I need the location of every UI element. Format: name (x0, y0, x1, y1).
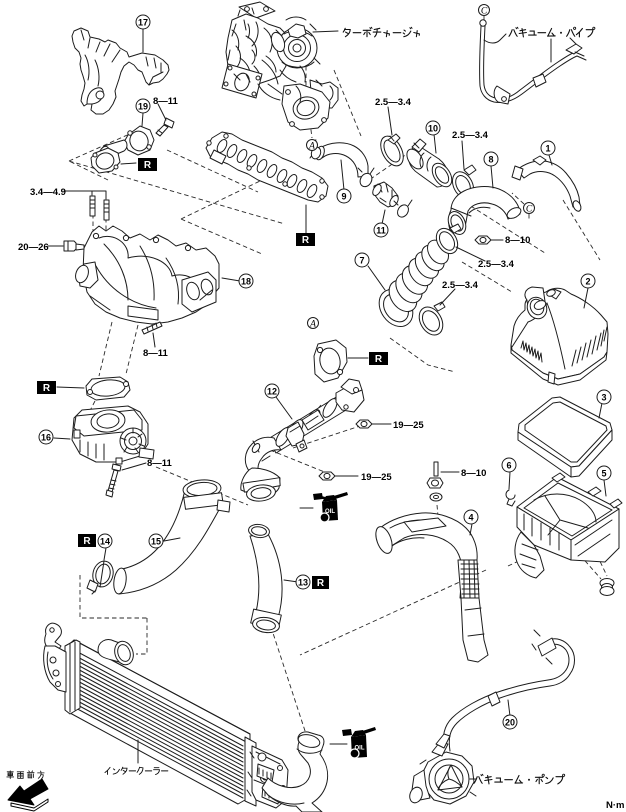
svg-text:19—25: 19—25 (361, 472, 392, 483)
svg-text:N·m: N·m (606, 800, 624, 811)
svg-text:20: 20 (505, 718, 515, 728)
svg-text:4: 4 (468, 513, 473, 523)
svg-text:8: 8 (488, 155, 493, 165)
svg-text:2.5—3.4: 2.5—3.4 (452, 130, 489, 141)
svg-text:A: A (309, 320, 316, 330)
svg-text:14: 14 (100, 537, 110, 547)
svg-text:2.5—3.4: 2.5—3.4 (375, 97, 412, 108)
svg-text:8—11: 8—11 (153, 96, 179, 107)
svg-text:20—26: 20—26 (18, 242, 49, 253)
svg-text:9: 9 (341, 192, 346, 202)
svg-text:C: C (526, 205, 533, 215)
svg-text:8—11: 8—11 (143, 348, 169, 359)
svg-text:7: 7 (359, 256, 364, 266)
svg-text:10: 10 (428, 124, 438, 134)
svg-text:3: 3 (601, 393, 606, 403)
svg-text:16: 16 (41, 433, 51, 443)
svg-text:R: R (144, 160, 152, 171)
svg-text:11: 11 (376, 226, 386, 236)
svg-text:18: 18 (241, 277, 251, 287)
svg-text:C: C (481, 7, 488, 17)
svg-text:8—10: 8—10 (461, 468, 486, 479)
svg-text:17: 17 (138, 18, 148, 28)
svg-text:19: 19 (138, 102, 148, 112)
svg-text:8—10: 8—10 (505, 235, 530, 246)
svg-text:1: 1 (545, 144, 550, 154)
svg-text:13: 13 (298, 578, 308, 588)
svg-text:A: A (308, 142, 315, 152)
svg-text:R: R (83, 536, 91, 547)
svg-text:19—25: 19—25 (393, 420, 424, 431)
svg-text:R: R (317, 578, 325, 589)
svg-text:2.5—3.4: 2.5—3.4 (442, 280, 479, 291)
svg-text:15: 15 (151, 537, 161, 547)
svg-text:8—11: 8—11 (147, 458, 173, 469)
svg-text:R: R (375, 354, 383, 365)
svg-text:OIL: OIL (325, 509, 335, 515)
svg-text:12: 12 (267, 387, 277, 397)
svg-text:5: 5 (601, 469, 606, 479)
svg-text:R: R (43, 383, 51, 394)
svg-text:R: R (302, 235, 310, 246)
svg-text:2.5—3.4: 2.5—3.4 (478, 259, 515, 270)
svg-text:6: 6 (506, 461, 511, 471)
svg-text:3.4—4.9: 3.4—4.9 (30, 187, 66, 198)
svg-text:2: 2 (585, 277, 590, 287)
svg-text:OIL: OIL (355, 746, 365, 752)
